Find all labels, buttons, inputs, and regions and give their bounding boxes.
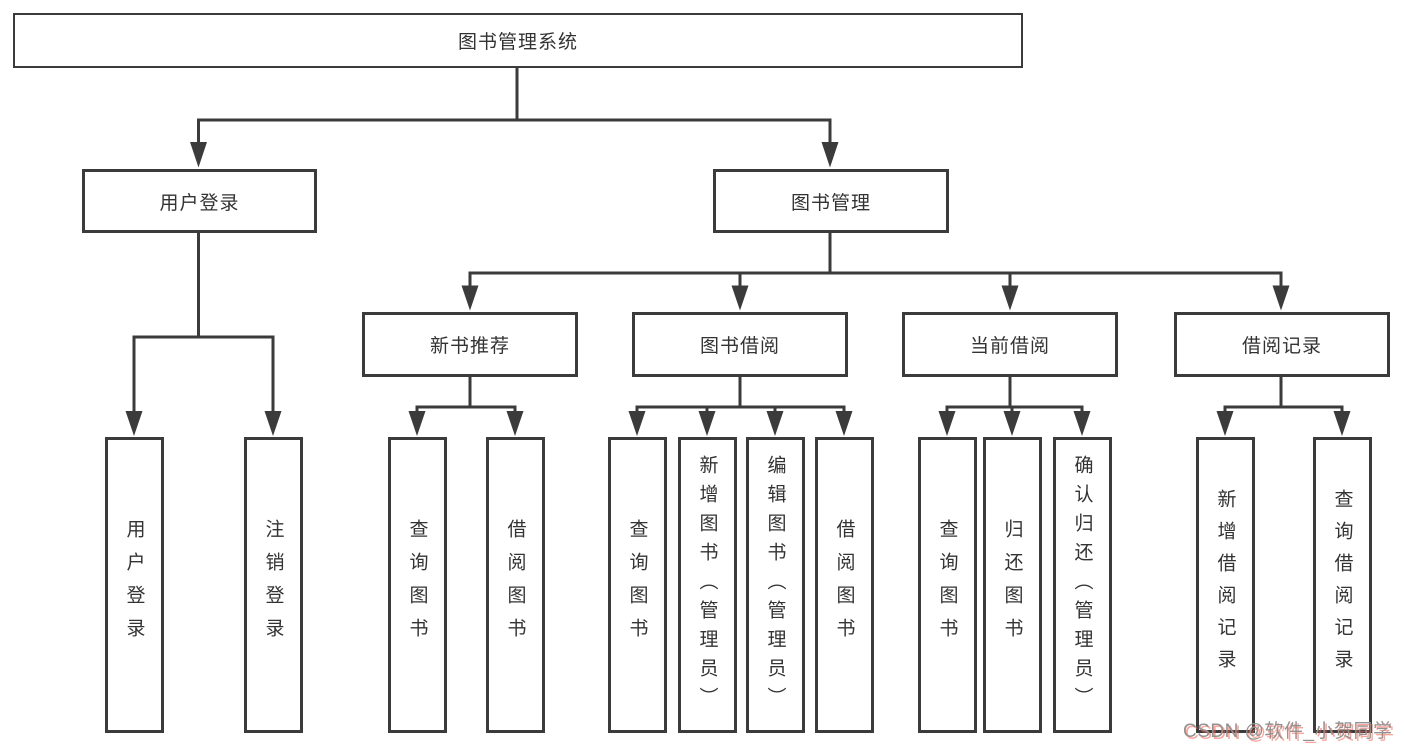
node-query-books-borrow-label: 查询图书: [626, 519, 648, 651]
node-current-borrow-label: 当前借阅: [969, 336, 1050, 357]
node-add-book-admin-label: 新增图书（管理员）: [696, 454, 718, 716]
node-query-books-current-label: 查询图书: [936, 519, 958, 651]
watermark: CSDN @软件_小贺同学: [1183, 721, 1393, 742]
node-add-borrow-record: 新增借阅记录: [1195, 437, 1255, 733]
node-logout-label: 注销登录: [262, 519, 284, 651]
node-book-management-label: 图书管理: [790, 192, 871, 214]
node-query-books-current: 查询图书: [917, 437, 977, 733]
node-confirm-return-admin: 确认归还（管理员）: [1052, 437, 1112, 733]
node-edit-book-admin-label: 编辑图书（管理员）: [764, 454, 786, 716]
node-book-borrow: 图书借阅: [632, 312, 848, 377]
node-user-login: 用户登录: [82, 169, 317, 233]
node-user-login-label: 用户登录: [159, 192, 240, 214]
node-return-book-label: 归还图书: [1001, 519, 1023, 651]
node-query-books-borrow: 查询图书: [607, 437, 667, 733]
node-confirm-return-admin-label: 确认归还（管理员）: [1071, 454, 1093, 716]
node-query-borrow-record-label: 查询借阅记录: [1331, 489, 1353, 681]
node-borrow-books-recommend: 借阅图书: [485, 437, 545, 733]
node-borrow-books-recommend-label: 借阅图书: [504, 519, 526, 651]
node-root-label: 图书管理系统: [457, 32, 578, 53]
node-borrow-books-leaf-label: 借阅图书: [833, 519, 855, 651]
node-query-borrow-record: 查询借阅记录: [1312, 437, 1372, 733]
node-new-book-recommend-label: 新书推荐: [429, 336, 510, 357]
node-query-books-recommend-label: 查询图书: [406, 519, 428, 651]
node-user-login-leaf-label: 用户登录: [123, 519, 145, 651]
node-book-management: 图书管理: [713, 169, 949, 233]
node-user-login-leaf: 用户登录: [104, 437, 164, 733]
node-current-borrow: 当前借阅: [902, 312, 1118, 377]
node-return-book: 归还图书: [982, 437, 1042, 733]
node-query-books-recommend: 查询图书: [387, 437, 447, 733]
node-edit-book-admin: 编辑图书（管理员）: [745, 437, 805, 733]
node-borrow-books-leaf: 借阅图书: [814, 437, 874, 733]
node-root: 图书管理系统: [13, 13, 1023, 68]
node-logout: 注销登录: [243, 437, 303, 733]
node-book-borrow-label: 图书借阅: [699, 336, 780, 357]
node-add-book-admin: 新增图书（管理员）: [677, 437, 737, 733]
node-borrow-records-label: 借阅记录: [1241, 336, 1322, 357]
node-add-borrow-record-label: 新增借阅记录: [1214, 489, 1236, 681]
node-borrow-records: 借阅记录: [1174, 312, 1390, 377]
node-new-book-recommend: 新书推荐: [362, 312, 578, 377]
